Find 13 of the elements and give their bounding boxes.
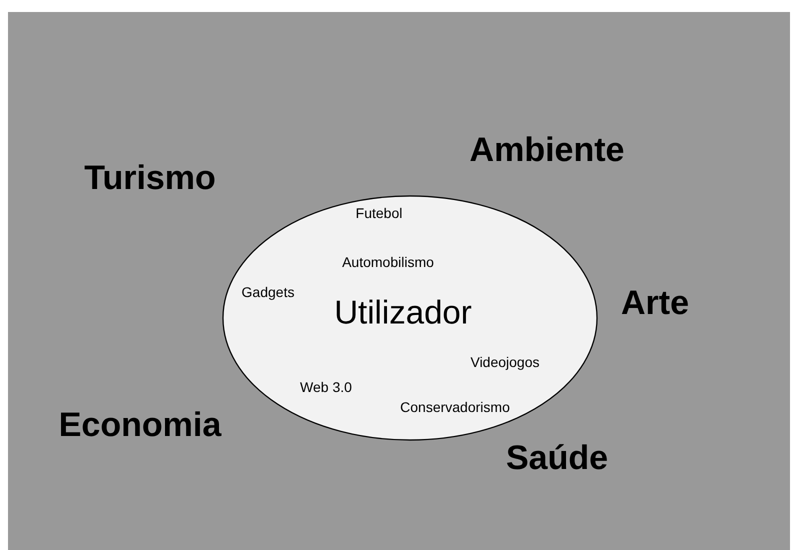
interest-label: Automobilismo xyxy=(342,255,434,269)
topic-label: Ambiente xyxy=(470,133,624,167)
interest-label: Conservadorismo xyxy=(400,400,510,414)
topic-label: Economia xyxy=(58,408,222,442)
interest-label: Futebol xyxy=(356,206,402,220)
interest-label: Videojogos xyxy=(470,355,540,369)
interest-label: Web 3.0 xyxy=(300,380,352,394)
center-label: Utilizador xyxy=(334,296,472,328)
topic-label: Turismo xyxy=(84,161,216,195)
topic-label: Saúde xyxy=(506,441,608,475)
interest-label: Gadgets xyxy=(242,285,294,299)
topic-label: Arte xyxy=(620,286,690,320)
user-ellipse xyxy=(222,195,598,441)
